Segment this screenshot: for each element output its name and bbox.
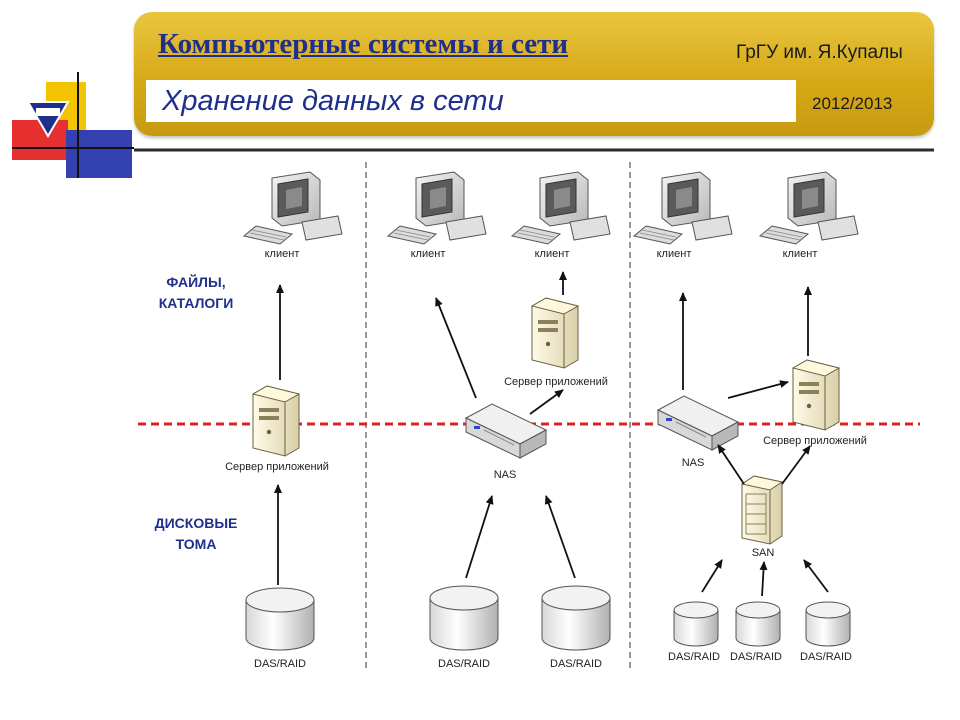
nas-label: NAS	[494, 469, 517, 481]
client-computer	[633, 171, 733, 245]
course-title: Компьютерные системы и сети	[158, 28, 569, 60]
das-raid-label: DAS/RAID	[730, 651, 782, 663]
app-server-label: Сервер приложений	[225, 461, 329, 473]
academic-year: 2012/2013	[812, 94, 893, 113]
das-raid-label: DAS/RAID	[254, 658, 306, 670]
client-label: клиент	[535, 248, 570, 260]
nas-label: NAS	[682, 457, 705, 469]
san-label: SAN	[752, 547, 775, 559]
subtitle-box: Хранение данных в сети	[146, 80, 796, 122]
nas-device	[657, 395, 739, 451]
client-computer	[511, 171, 611, 245]
das-raid-label: DAS/RAID	[550, 658, 602, 670]
san-device	[741, 475, 783, 545]
client-label: клиент	[783, 248, 818, 260]
university-name: ГрГУ им. Я.Купалы	[736, 42, 903, 63]
client-computer	[243, 171, 343, 245]
das-raid-disk	[245, 587, 315, 651]
das-raid-disk	[429, 585, 499, 651]
app-server	[531, 297, 579, 369]
disk-label-line1: ДИСКОВЫЕ	[155, 515, 238, 531]
das-raid-disk	[805, 601, 851, 647]
das-raid-disk	[541, 585, 611, 651]
app-server-label: Сервер приложений	[763, 435, 867, 447]
das-raid-label: DAS/RAID	[668, 651, 720, 663]
app-server	[252, 385, 300, 457]
das-raid-disk	[673, 601, 719, 647]
client-computer	[759, 171, 859, 245]
client-label: клиент	[411, 248, 446, 260]
das-raid-label: DAS/RAID	[438, 658, 490, 670]
university-logo	[12, 72, 134, 178]
disk-label-line2: ТОМА	[176, 536, 217, 552]
files-label-line2: КАТАЛОГИ	[159, 295, 234, 311]
app-server	[792, 359, 840, 431]
files-label-line1: ФАЙЛЫ,	[166, 273, 225, 290]
client-label: клиент	[265, 248, 300, 260]
slide-subtitle: Хранение данных в сети	[162, 85, 504, 117]
app-server-label: Сервер приложений	[504, 376, 608, 388]
das-raid-disk	[735, 601, 781, 647]
client-computer	[387, 171, 487, 245]
das-raid-label: DAS/RAID	[800, 651, 852, 663]
client-label: клиент	[657, 248, 692, 260]
